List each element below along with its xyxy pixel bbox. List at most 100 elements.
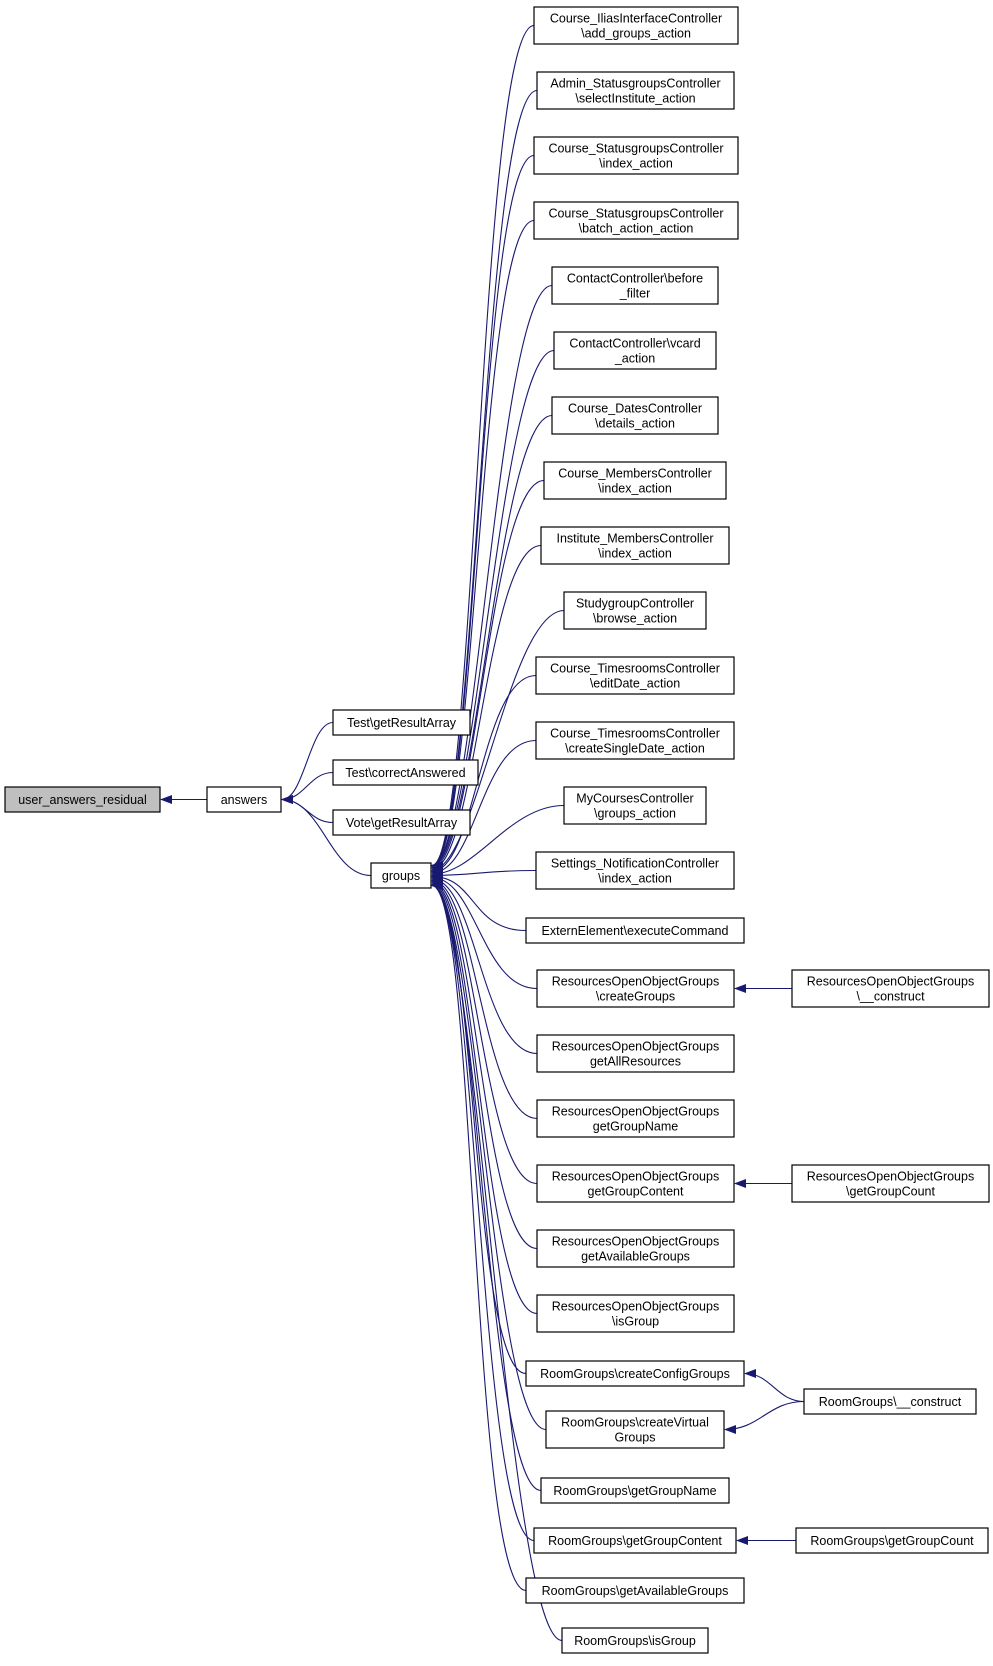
- node-test-getresultarray[interactable]: Test\getResultArray: [332, 709, 471, 736]
- node-label-line: ResourcesOpenObjectGroups: [552, 1170, 719, 1184]
- node-resourcesopenobjectgroups-getgroupcount[interactable]: ResourcesOpenObjectGroups\getGroupCount: [791, 1164, 990, 1203]
- node-label-line: Test\correctAnswered: [345, 766, 465, 780]
- node-box: [533, 201, 739, 240]
- node-user-answers-residual[interactable]: user_answers_residual: [4, 786, 161, 813]
- node-box: [536, 1229, 735, 1268]
- edge-r4-to-groups: [431, 877, 538, 1185]
- node-course-timesroomscontroller-createsingledate-action[interactable]: Course_TimesroomsController\createSingle…: [535, 721, 735, 760]
- node-box: [370, 862, 432, 889]
- node-roomgroups-getgroupcount[interactable]: RoomGroups\getGroupCount: [795, 1527, 989, 1554]
- edge-c10-to-groups: [431, 609, 565, 875]
- node-course-datescontroller-details-action[interactable]: Course_DatesController\details_action: [551, 396, 719, 435]
- node-box: [545, 1410, 725, 1449]
- node-label-line: \details_action: [595, 417, 675, 431]
- node-label-line: Course_TimesroomsController: [550, 662, 720, 676]
- node-contactcontroller-vcard-action[interactable]: ContactController\vcard_action: [553, 331, 717, 370]
- node-label-line: ResourcesOpenObjectGroups: [552, 1235, 719, 1249]
- edge-g3-to-groups: [431, 881, 542, 1492]
- node-box: [540, 526, 730, 565]
- node-label-line: RoomGroups\getGroupCount: [810, 1534, 974, 1548]
- node-institute-memberscontroller-index-action[interactable]: Institute_MembersController\index_action: [540, 526, 730, 565]
- node-resourcesopenobjectgroups-getavailablegroups[interactable]: ResourcesOpenObjectGroupsgetAvailableGro…: [536, 1229, 735, 1268]
- node-label-line: Course_IliasInterfaceController: [550, 12, 722, 26]
- node-box: [535, 721, 735, 760]
- edge-c11-to-groups: [431, 674, 537, 876]
- node-label-line: answers: [221, 793, 268, 807]
- node-resourcesopenobjectgroups-creategroups[interactable]: ResourcesOpenObjectGroups\createGroups: [536, 969, 735, 1008]
- node-course-memberscontroller-index-action[interactable]: Course_MembersController\index_action: [543, 461, 727, 500]
- node-box: [561, 1627, 709, 1654]
- node-test-correctanswered[interactable]: Test\correctAnswered: [332, 759, 479, 786]
- node-roomgroups-getgroupname[interactable]: RoomGroups\getGroupName: [540, 1477, 730, 1504]
- node-label-line: \isGroup: [612, 1315, 659, 1329]
- node-studygroupcontroller-browse-action[interactable]: StudygroupController\browse_action: [563, 591, 707, 630]
- node-admin-statusgroupscontroller-selectinstitute-action[interactable]: Admin_StatusgroupsController\selectInsti…: [536, 71, 735, 110]
- node-vote-getresultarray[interactable]: Vote\getResultArray: [332, 809, 471, 836]
- node-box: [332, 809, 471, 836]
- node-label-line: \getGroupCount: [846, 1185, 935, 1199]
- edge-gc-to-g1: [744, 1369, 805, 1403]
- edge-c8-to-groups: [431, 479, 545, 873]
- node-box: [332, 709, 471, 736]
- node-box: [536, 969, 735, 1008]
- node-box: [540, 1477, 730, 1504]
- node-label-line: \createGroups: [596, 990, 675, 1004]
- edge-v_gra-to-answers: [281, 795, 334, 824]
- edge-r5-to-groups: [431, 878, 538, 1250]
- node-settings-notificationcontroller-index-action[interactable]: Settings_NotificationController\index_ac…: [535, 851, 735, 890]
- node-roomgroups-getavailablegroups[interactable]: RoomGroups\getAvailableGroups: [525, 1577, 745, 1604]
- node-box: [332, 759, 479, 786]
- node-label-line: ResourcesOpenObjectGroups: [552, 1105, 719, 1119]
- node-course-statusgroupscontroller-batch-action-action[interactable]: Course_StatusgroupsController\batch_acti…: [533, 201, 739, 240]
- node-label-line: \createSingleDate_action: [565, 742, 705, 756]
- edges-layer: [160, 24, 805, 1642]
- node-label-line: \index_action: [599, 157, 673, 171]
- node-roomgroups-isgroup[interactable]: RoomGroups\isGroup: [561, 1627, 709, 1654]
- node-answers[interactable]: answers: [206, 786, 282, 813]
- node-label-line: Groups: [615, 1431, 656, 1445]
- node-box: [543, 461, 727, 500]
- node-label-line: Course_StatusgroupsController: [548, 207, 723, 221]
- node-mycoursescontroller-groups-action[interactable]: MyCoursesController\groups_action: [563, 786, 707, 825]
- node-roomgroups-construct[interactable]: RoomGroups\__construct: [803, 1388, 977, 1415]
- node-box: [795, 1527, 989, 1554]
- node-label-line: Settings_NotificationController: [551, 857, 719, 871]
- edge-c14-to-groups: [431, 869, 537, 880]
- node-resourcesopenobjectgroups-isgroup[interactable]: ResourcesOpenObjectGroups\isGroup: [536, 1294, 735, 1333]
- node-course-iliasinterfacecontroller-add-groups-action[interactable]: Course_IliasInterfaceController\add_grou…: [533, 6, 739, 45]
- node-label-line: ExternElement\executeCommand: [542, 924, 729, 938]
- node-roomgroups-createconfiggroups[interactable]: RoomGroups\createConfigGroups: [525, 1360, 745, 1387]
- node-box: [536, 1164, 735, 1203]
- nodes-layer: user_answers_residual answers Test\getResu…: [4, 6, 990, 1654]
- edge-groups-to-answers: [281, 795, 372, 877]
- node-groups[interactable]: groups: [370, 862, 432, 889]
- node-resourcesopenobjectgroups-construct[interactable]: ResourcesOpenObjectGroups\__construct: [791, 969, 990, 1008]
- edge-c12-to-groups: [431, 739, 537, 878]
- node-box: [533, 6, 739, 45]
- edge-c15-to-groups: [431, 872, 527, 932]
- node-box: [525, 1577, 745, 1604]
- node-course-timesroomscontroller-editdate-action[interactable]: Course_TimesroomsController\editDate_act…: [535, 656, 735, 695]
- node-box: [551, 396, 719, 435]
- node-box: [525, 917, 745, 944]
- node-course-statusgroupscontroller-index-action[interactable]: Course_StatusgroupsController\index_acti…: [533, 136, 739, 175]
- node-roomgroups-getgroupcontent[interactable]: RoomGroups\getGroupContent: [533, 1527, 737, 1554]
- node-label-line: RoomGroups\getGroupName: [553, 1484, 716, 1498]
- node-box: [535, 656, 735, 695]
- node-label-line: RoomGroups\isGroup: [574, 1634, 696, 1648]
- node-box: [533, 136, 739, 175]
- node-box: [551, 266, 719, 305]
- node-label-line: RoomGroups\__construct: [819, 1395, 962, 1409]
- node-box: [536, 71, 735, 110]
- node-label-line: ResourcesOpenObjectGroups: [552, 1300, 719, 1314]
- node-label-line: \browse_action: [593, 612, 677, 626]
- node-externelement-executecommand[interactable]: ExternElement\executeCommand: [525, 917, 745, 944]
- node-label-line: \__construct: [856, 990, 925, 1004]
- node-contactcontroller-before-filter[interactable]: ContactController\before_filter: [551, 266, 719, 305]
- node-label-line: Course_MembersController: [558, 467, 712, 481]
